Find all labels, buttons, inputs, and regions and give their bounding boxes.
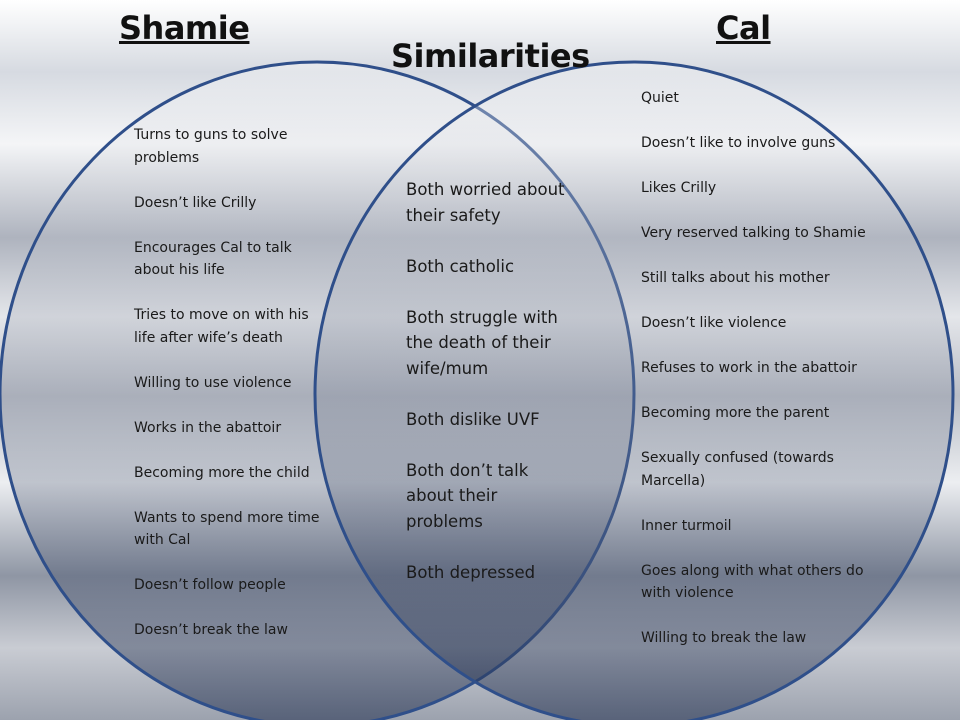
list-item: Doesn’t follow people xyxy=(134,577,286,593)
similarities-title: Similarities xyxy=(391,37,590,75)
cal-traits-list: Quiet Doesn’t like to involve guns Likes… xyxy=(641,87,881,672)
list-item: Willing to break the law xyxy=(641,630,807,646)
list-item: Both worried about their safety xyxy=(406,180,565,225)
similarities-list: Both worried about their safety Both cat… xyxy=(406,177,576,611)
list-item: Both catholic xyxy=(406,256,515,276)
list-item: Wants to spend more time with Cal xyxy=(134,509,320,549)
list-item: Quiet xyxy=(641,90,679,106)
list-item: Doesn’t like Crilly xyxy=(134,194,257,211)
list-item: Still talks about his mother xyxy=(641,270,830,286)
shamie-title: Shamie xyxy=(119,9,250,47)
list-item: Goes along with what others do with viol… xyxy=(641,562,864,602)
list-item: Inner turmoil xyxy=(641,517,732,534)
list-item: Both don’t talk about their problems xyxy=(406,460,529,531)
list-item: Turns to guns to solve problems xyxy=(134,127,288,166)
list-item: Very reserved talking to Shamie xyxy=(641,225,866,241)
list-item: Doesn’t like violence xyxy=(641,315,787,331)
list-item: Both dislike UVF xyxy=(406,409,540,429)
list-item: Tries to move on with his life after wif… xyxy=(134,307,309,346)
shamie-traits-list: Turns to guns to solve problems Doesn’t … xyxy=(134,124,334,664)
list-item: Works in the abattoir xyxy=(134,419,282,436)
list-item: Becoming more the parent xyxy=(641,405,830,421)
right-circle xyxy=(313,60,955,720)
list-item: Becoming more the child xyxy=(134,464,310,481)
list-item: Doesn’t break the law xyxy=(134,622,288,638)
cal-title: Cal xyxy=(716,9,771,47)
list-item: Both struggle with the death of their wi… xyxy=(406,307,558,378)
list-item: Likes Crilly xyxy=(641,180,717,196)
list-item: Encourages Cal to talk about his life xyxy=(134,239,292,279)
list-item: Both depressed xyxy=(406,562,536,582)
list-item: Doesn’t like to involve guns xyxy=(641,135,836,151)
list-item: Willing to use violence xyxy=(134,374,292,391)
list-item: Sexually confused (towards Marcella) xyxy=(641,450,834,489)
list-item: Refuses to work in the abattoir xyxy=(641,360,857,376)
